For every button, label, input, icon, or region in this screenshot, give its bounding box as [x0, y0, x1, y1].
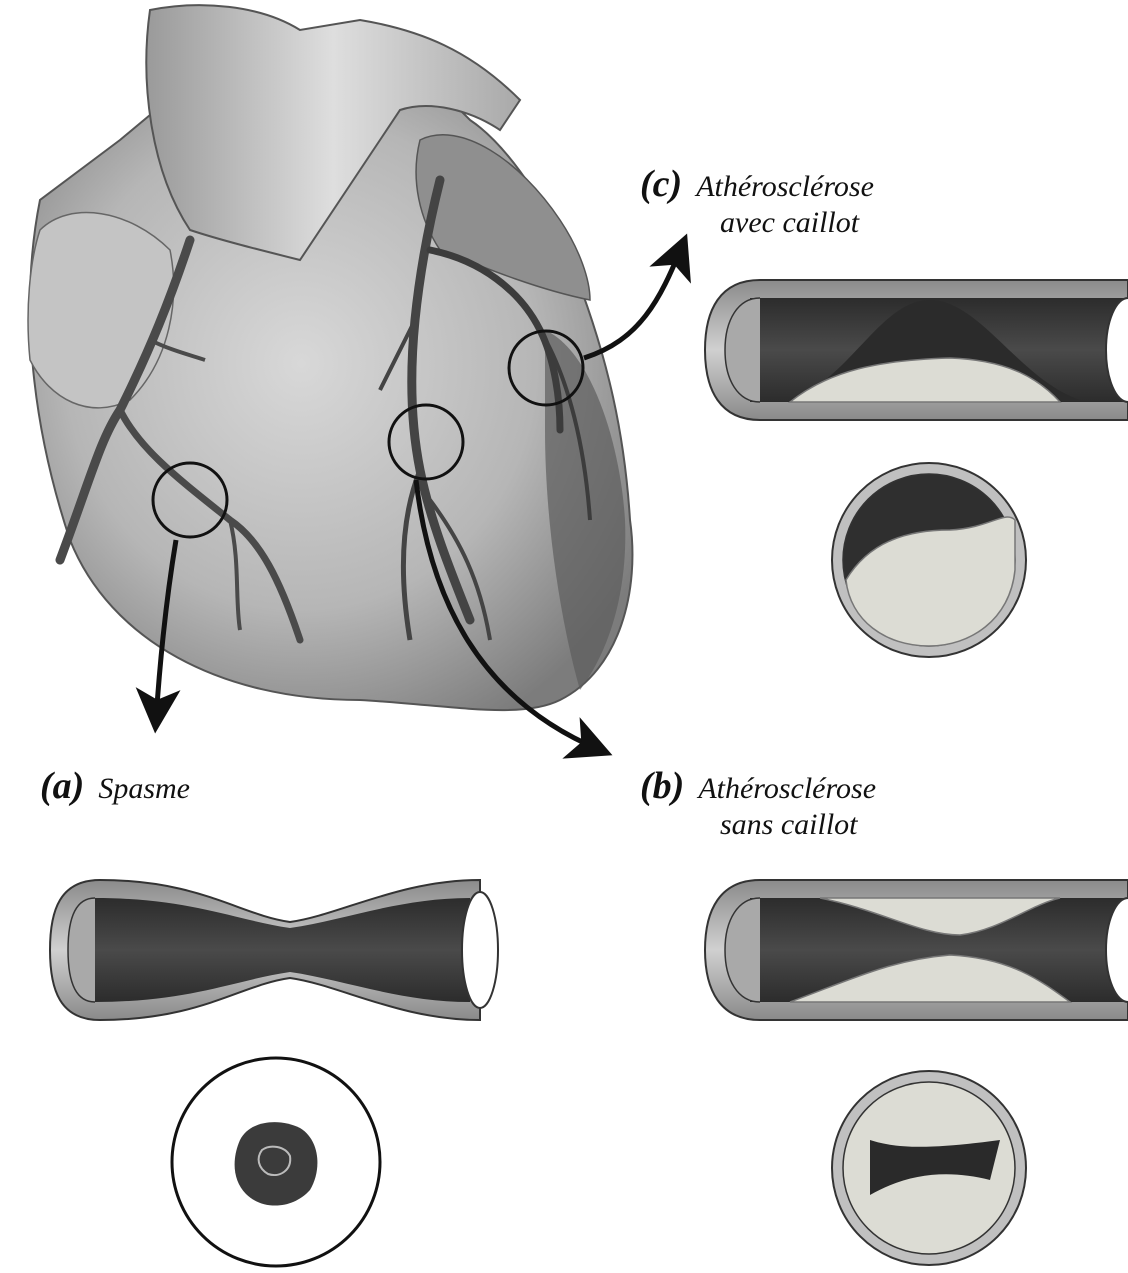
- vessel-c-longitudinal: [705, 280, 1128, 420]
- vessel-c-cross-section: [832, 463, 1026, 657]
- vessel-b-longitudinal: [705, 880, 1128, 1020]
- label-a-text: Spasme: [98, 772, 190, 805]
- label-b-line1: Athérosclérose: [698, 772, 876, 805]
- label-a: (a) Spasme: [40, 764, 190, 808]
- label-a-key: (a): [40, 765, 84, 807]
- vessel-a-cross-section: [172, 1058, 380, 1266]
- label-b-line2: sans caillot: [720, 808, 876, 842]
- label-c-key: (c): [640, 163, 682, 205]
- label-c-line1: Athérosclérose: [696, 170, 874, 203]
- label-b-key: (b): [640, 765, 684, 807]
- vessel-a-longitudinal: [50, 880, 498, 1020]
- label-b: (b) Athérosclérose sans caillot: [640, 764, 876, 842]
- label-c: (c) Athérosclérose avec caillot: [640, 162, 874, 240]
- label-c-line2: avec caillot: [720, 206, 874, 240]
- heart-illustration: [28, 5, 632, 710]
- vessel-b-cross-section: [832, 1071, 1026, 1265]
